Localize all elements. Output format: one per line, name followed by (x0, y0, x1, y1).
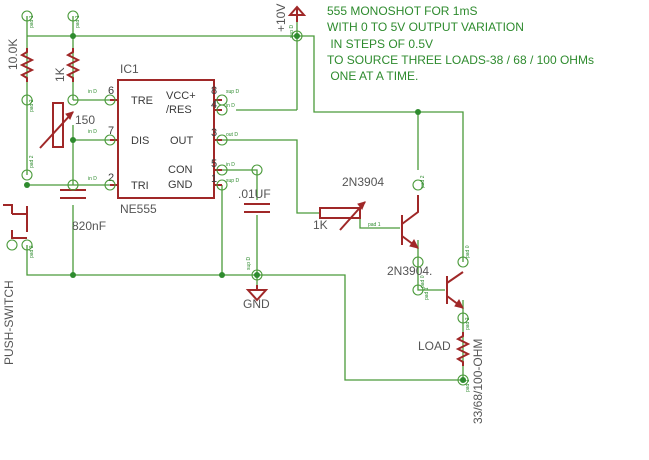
title-line-2: WITH 0 TO 5V OUTPUT VARIATION (327, 20, 524, 34)
tag-in-4: in D (226, 103, 235, 109)
pads (6, 10, 469, 386)
pin-num-4: 4 (211, 99, 217, 111)
push-switch (3, 204, 28, 239)
tag-pad1-r1: pad 1 (29, 15, 35, 28)
tag-pad2-load: pad 2 (465, 317, 471, 330)
q1-part: 2N3904 (342, 175, 384, 189)
pin-out: OUT (170, 135, 194, 147)
tag-pad1-load: pad 1 (465, 379, 471, 392)
pin-num-1: 1 (211, 173, 217, 185)
tag-pad2-left: pad 2 (29, 155, 35, 168)
tag-pad0-q2: pad 0 (465, 245, 471, 258)
load-label: LOAD (418, 339, 451, 353)
switch-label: PUSH-SWITCH (2, 280, 16, 365)
pin-dis: DIS (131, 135, 149, 147)
tag-pad2-switch: pad 2 (29, 245, 35, 258)
tag-pad1-r2: pad 1 (75, 15, 81, 28)
capacitor-c2 (244, 203, 270, 213)
transistor-q1 (401, 195, 419, 249)
title-line-5: ONE AT A TIME. (327, 69, 418, 83)
tag-pad1-q2: pad 1 (424, 287, 430, 300)
wires (26, 16, 464, 381)
pin-num-3: 3 (211, 127, 217, 139)
transistor-q2 (446, 271, 464, 309)
tag-in-2: in D (88, 176, 97, 182)
load-values: 33/68/100-OHM (471, 339, 485, 424)
pin-vcc: VCC+ (166, 90, 196, 102)
con-wire (222, 169, 258, 200)
pin-tre: TRE (131, 95, 153, 107)
tag-in-5: in D (226, 162, 235, 168)
ground-label: GND (243, 297, 270, 311)
r3-value: 1K (313, 218, 328, 232)
ic-ref: IC1 (120, 62, 139, 76)
ic-part: NE555 (120, 202, 157, 216)
pot-wiper (39, 111, 74, 149)
tag-pad0-q1: pad 0 (420, 275, 426, 288)
ground-symbol (245, 285, 269, 302)
supply-symbol (287, 5, 307, 22)
pin-num-2: 2 (108, 172, 114, 184)
title-line-3: IN STEPS OF 0.5V (327, 37, 433, 51)
capacitor-c1 (60, 189, 86, 199)
supply-label: +10V (274, 4, 288, 32)
title-line-1: 555 MONOSHOT FOR 1mS (327, 4, 477, 18)
tag-in-7: in D (88, 129, 97, 135)
pin-con: CON (168, 164, 193, 176)
q2-part: 2N3904. (387, 264, 432, 278)
resistor-r3 (319, 207, 361, 219)
pin-num-5: 5 (211, 158, 217, 170)
tag-pwr-8: sup D (226, 89, 239, 95)
tag-out-3: out D (226, 132, 238, 138)
potentiometer-150 (52, 102, 64, 148)
resistor-r2 (65, 48, 81, 82)
c1-value: 820nF (72, 219, 106, 233)
resistor-load (455, 332, 471, 366)
tag-sup-top: sup D (289, 25, 295, 38)
junctions (24, 33, 466, 383)
pin-num-7: 7 (108, 125, 114, 137)
tag-pad2-r1: pad 2 (29, 99, 35, 112)
q1-emitter-to-q2-base (417, 240, 445, 291)
ic-555 (110, 79, 222, 199)
pin-gnd: GND (168, 179, 193, 191)
tag-sup-gnd: sup D (246, 257, 252, 270)
pin-tri: TRI (131, 180, 149, 192)
resistor-r1 (19, 48, 35, 82)
pad-tags: pad 1 pad 1 pad 2 pad 2 pad 2 in D in D … (29, 15, 471, 392)
pin-num-6: 6 (108, 85, 114, 97)
r2-value: 1K (53, 67, 67, 82)
pin-res: /RES (166, 104, 192, 116)
title-block: 555 MONOSHOT FOR 1mS WITH 0 TO 5V OUTPUT… (327, 4, 594, 83)
tag-pwr-1: sup D (226, 178, 239, 184)
r1-value: 10.0K (6, 39, 20, 70)
tag-in-6: in D (88, 89, 97, 95)
c2-value: .01UF (238, 187, 271, 201)
ground-rail (26, 245, 463, 381)
out-wire (222, 139, 320, 214)
tag-pad1-q1: pad 1 (368, 222, 381, 228)
pot-value: 150 (75, 113, 95, 127)
pin-num-8: 8 (211, 85, 217, 97)
title-line-4: TO SOURCE THREE LOADS-38 / 68 / 100 OHMs (327, 53, 594, 67)
supply-to-q2-collector (297, 35, 464, 262)
tag-pad2-q1: pad 2 (420, 175, 426, 188)
